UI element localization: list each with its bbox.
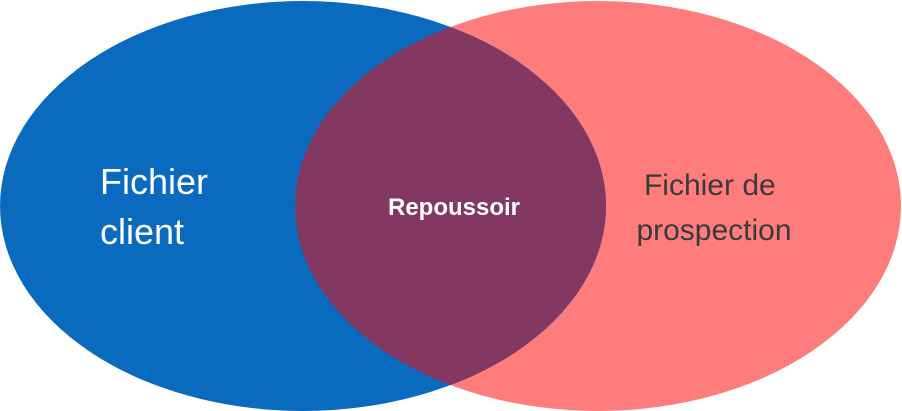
prospect-file-label-line-1: Fichier de [644,169,776,202]
client-file-label-line-2: client [100,211,184,252]
client-file-label: Fichier client [100,161,218,252]
prospect-file-label-line-2: prospection [636,214,791,247]
prospect-file-label: Fichier de prospection [636,169,791,247]
client-file-label-line-1: Fichier [100,161,208,202]
intersection-region [295,1,606,411]
intersection-label: Repoussoir [388,194,520,221]
